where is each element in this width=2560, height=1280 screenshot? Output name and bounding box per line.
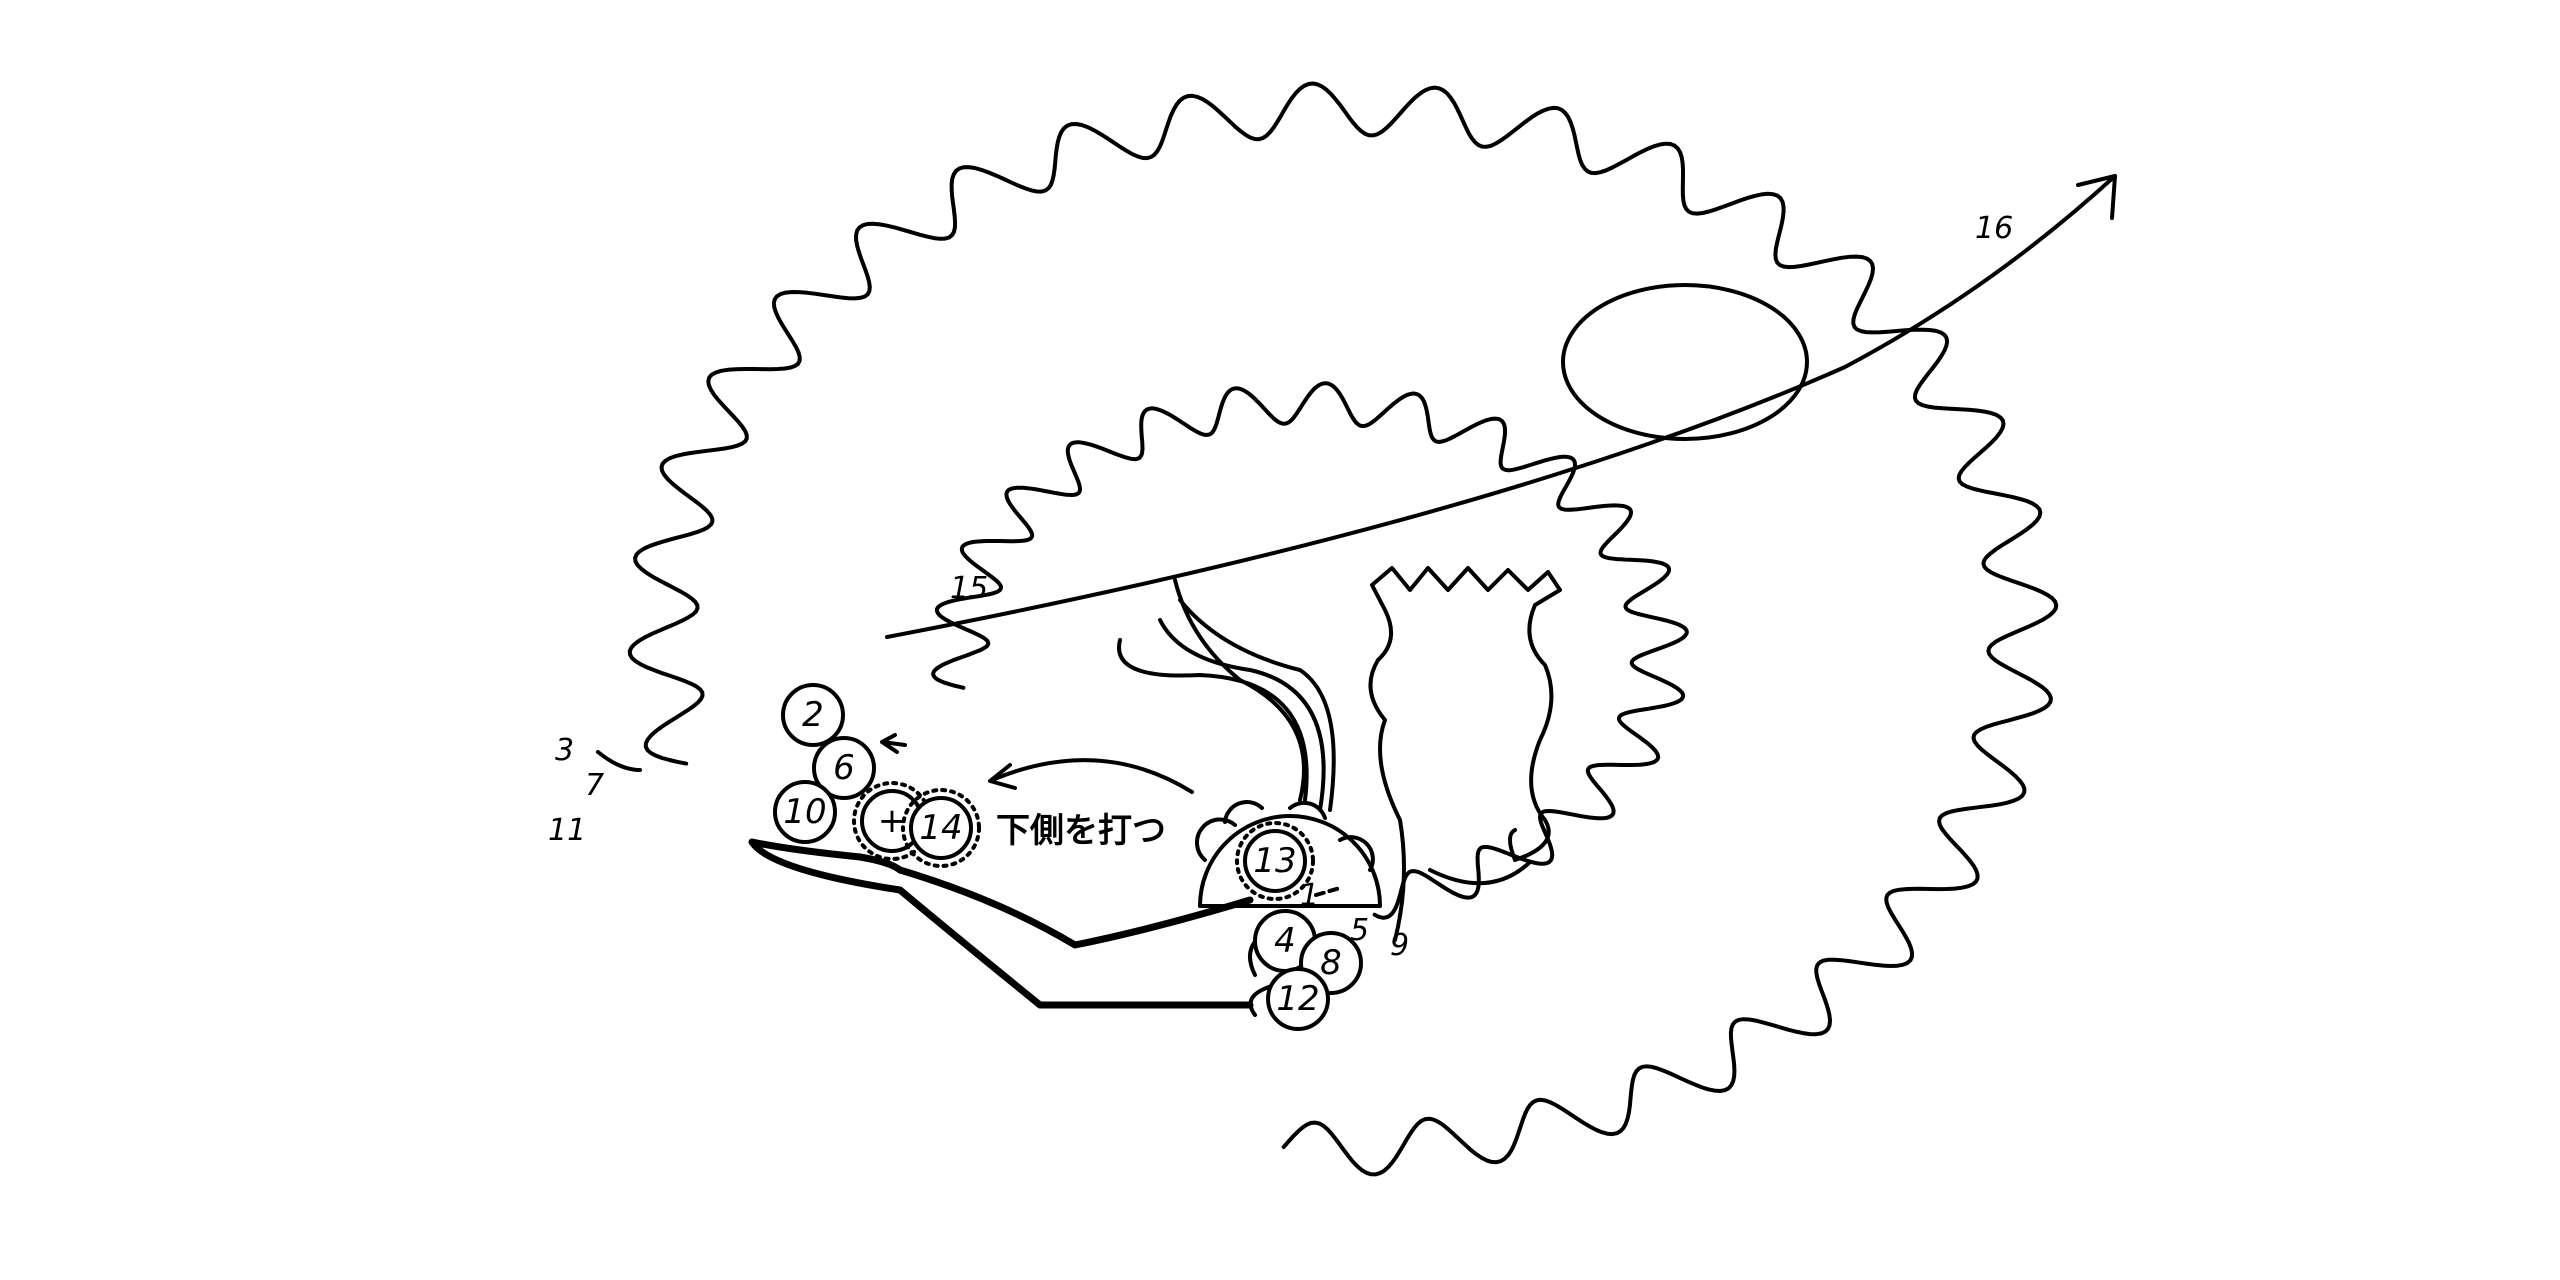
hand-shape [748,838,1254,1009]
dashed-connector [1314,886,1342,897]
dotted-ring [1235,821,1315,901]
hair-strokes [1117,578,1336,812]
circled-label-2: 2 [781,683,845,747]
circle-text: 13 [1253,841,1296,881]
circled-label-6: 6 [812,736,876,800]
label-15: 15 [950,571,988,606]
crown-figure-base [1428,860,1532,886]
curved-arrowhead-icon [988,763,1017,790]
arrowhead-icon [2076,174,2117,220]
circled-label-13: 13 [1235,821,1315,901]
plain-labels: 1 3 5 7 9 11 15 16 [548,211,2013,963]
circled-label-10: 10 [773,780,837,844]
caption-strike-underside: 下側を打つ [996,811,1166,851]
circled-label-12: 12 [1266,967,1330,1031]
circle-text: 4 [1274,921,1296,961]
circle-outline [812,736,876,800]
inner-wavy-gear [931,381,1689,920]
crown-figure [1368,566,1562,942]
label-7: 7 [585,768,604,803]
circle-outline [1243,829,1307,893]
dome-bumps [1194,800,1375,872]
dotted-ring [901,788,981,868]
circle-text: 14 [919,808,962,848]
circle-outline [909,796,973,860]
circle-outline [781,683,845,747]
circle-text: 12 [1276,979,1319,1019]
outer-wavy-outline [627,81,2059,1177]
circle-outline [1266,967,1330,1031]
line-15-16 [885,174,2117,639]
dome-body [1198,814,1382,908]
circle-text: 2 [802,695,824,735]
circle-text: + [878,801,907,841]
leader-line-3 [596,750,642,772]
circle-text: 10 [783,792,826,832]
curved-arrow [990,758,1194,794]
circled-label-14: 14 [901,788,981,868]
label-1: 1 [1300,878,1319,913]
label-5: 5 [1350,913,1369,948]
ellipse-shape [1561,283,1809,441]
left-arrowhead-icon [880,733,907,754]
label-3: 3 [555,733,574,768]
circle-outline [773,780,837,844]
circle-text: 6 [833,748,855,788]
label-11: 11 [548,813,586,848]
label-9: 9 [1390,928,1409,963]
circle-text: 8 [1320,943,1342,983]
label-16: 16 [1975,211,2013,246]
